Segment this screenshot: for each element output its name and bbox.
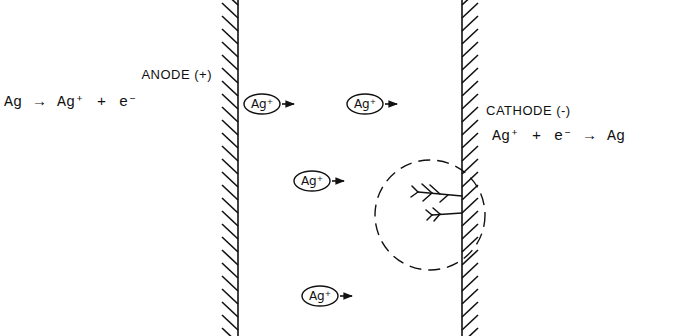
ion-circle: Ag⁺ (293, 170, 331, 192)
anode-plate (222, 0, 238, 336)
dendrite-callout-circle (375, 160, 485, 270)
dendrite (411, 184, 462, 221)
ion-motion-arrows (282, 104, 397, 296)
reaction-equation: Ag → Ag⁺ + e⁻ (2, 95, 139, 112)
cathode-plate (462, 0, 478, 336)
ion-circle: Ag⁺ (346, 93, 384, 115)
ion-circle: Ag⁺ (243, 93, 281, 115)
ion-label: Ag⁺ (354, 98, 376, 110)
electrode-name: CATHODE (-) (484, 104, 573, 118)
ion-label: Ag⁺ (251, 98, 273, 110)
electrode-name: ANODE (+) (139, 68, 214, 82)
ion-label: Ag⁺ (301, 175, 323, 187)
reaction-equation: Ag⁺ + e⁻ → Ag (490, 129, 627, 146)
ion-circle: Ag⁺ (301, 285, 339, 307)
ion-label: Ag⁺ (309, 290, 331, 302)
